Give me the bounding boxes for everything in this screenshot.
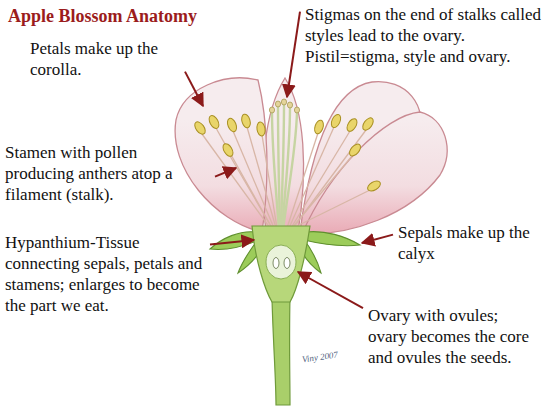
filament xyxy=(292,156,352,228)
leader-arrow xyxy=(362,235,393,243)
leader-arrow xyxy=(185,72,203,106)
anther xyxy=(347,142,362,158)
filament xyxy=(291,131,350,228)
artist-signature: Viny 2007 xyxy=(301,350,338,366)
stigma xyxy=(275,101,280,107)
anther xyxy=(207,114,221,130)
hypanthium xyxy=(252,226,310,302)
anther xyxy=(226,117,239,133)
anther xyxy=(313,119,325,135)
anther xyxy=(361,116,376,132)
leader-arrow xyxy=(215,168,236,177)
styles xyxy=(272,104,297,230)
anther xyxy=(221,142,235,158)
anther xyxy=(256,121,266,136)
petal xyxy=(175,78,267,232)
filament xyxy=(202,134,270,228)
filament xyxy=(233,131,274,228)
filament xyxy=(293,130,366,228)
ovary xyxy=(266,245,296,279)
part-label: Sepals make up the calyx xyxy=(398,222,548,264)
filament xyxy=(293,190,370,228)
sepal xyxy=(304,232,360,246)
anther xyxy=(366,179,382,193)
part-label: Hypanthium-Tissue connecting sepals, pet… xyxy=(5,232,205,316)
anther xyxy=(329,113,342,129)
part-label: Stigmas on the end of stalks called styl… xyxy=(305,4,555,67)
anther xyxy=(193,120,208,136)
part-label: Petals make up the corolla. xyxy=(30,38,180,80)
ovule xyxy=(284,258,290,269)
ovule xyxy=(273,258,279,269)
style xyxy=(278,106,280,230)
anther xyxy=(345,117,359,133)
filament xyxy=(287,133,318,228)
filament xyxy=(230,156,272,228)
leader-arrow xyxy=(298,272,363,308)
part-label: Ovary with ovules; ovary becomes the cor… xyxy=(368,305,538,368)
stem xyxy=(272,298,290,405)
anther xyxy=(240,113,252,129)
stigma xyxy=(269,107,274,113)
stigma xyxy=(294,107,299,113)
diagram-title: Apple Blossom Anatomy xyxy=(8,6,197,27)
stigmas xyxy=(269,99,299,113)
style xyxy=(283,112,297,230)
sepal xyxy=(210,232,259,250)
leader-arrow xyxy=(287,12,300,97)
stigma xyxy=(287,102,292,108)
part-label: Stamen with pollen producing anthers ato… xyxy=(5,142,210,205)
stigma xyxy=(281,99,286,105)
leader-arrow xyxy=(210,240,254,245)
